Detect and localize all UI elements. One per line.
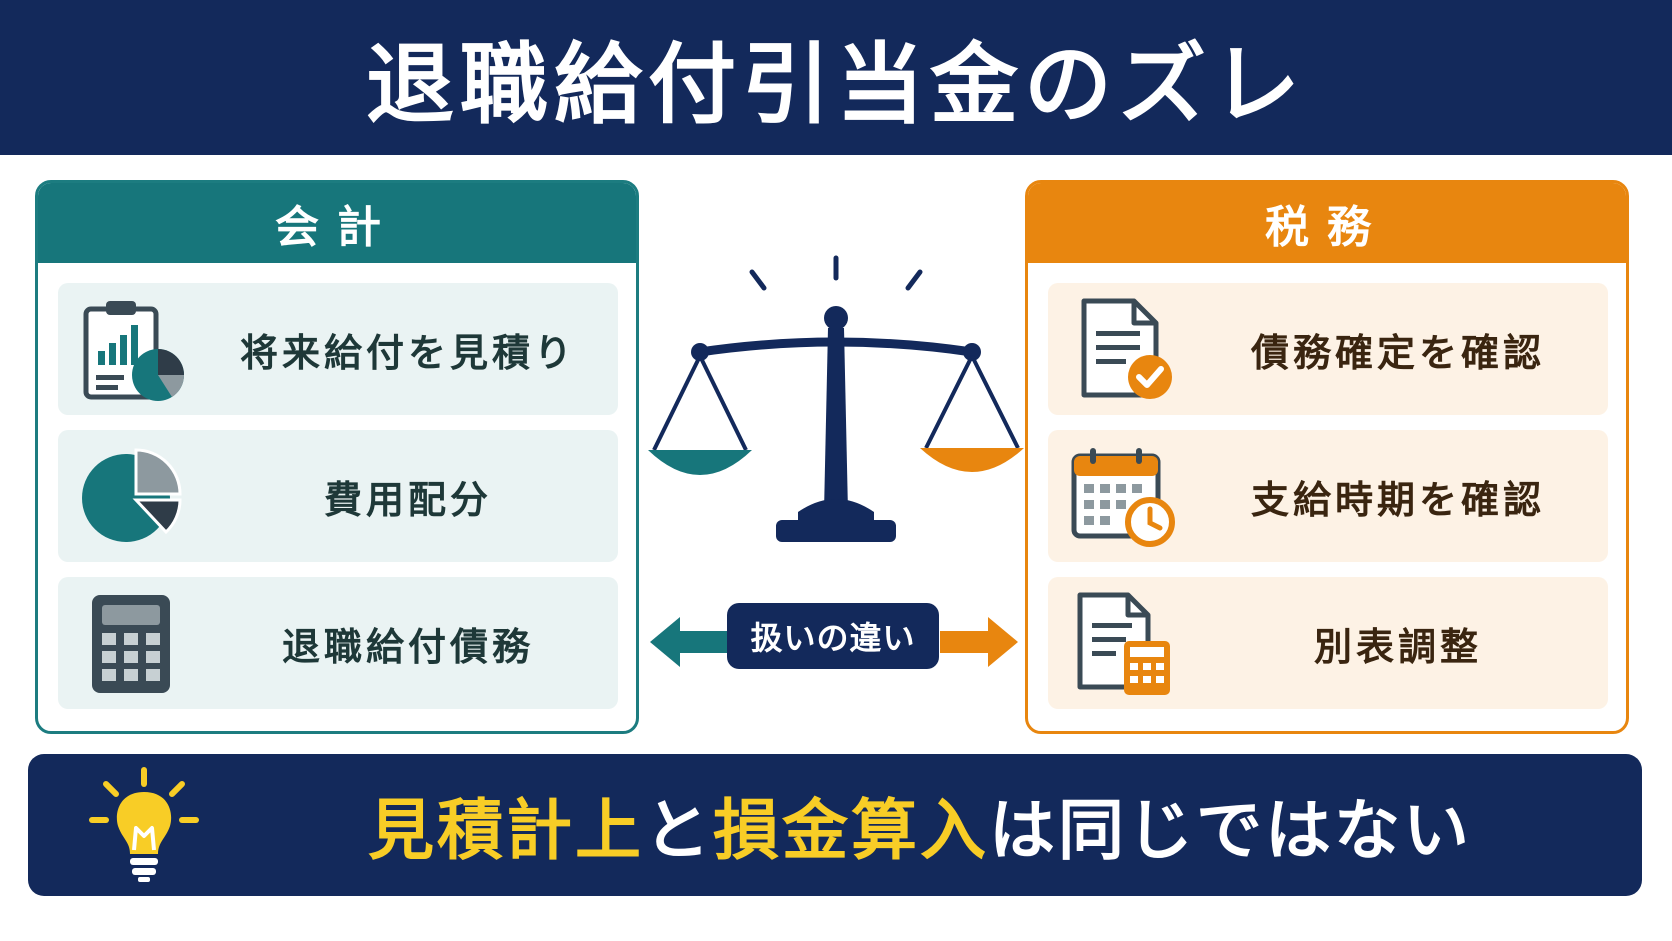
tax-item-label: 支給時期を確認 xyxy=(1250,477,1545,522)
accounting-heading: 会計 xyxy=(38,183,636,263)
header-bar: 退職給付引当金のズレ xyxy=(0,0,1672,155)
accounting-item-obligation: 退職給付債務 xyxy=(58,577,618,709)
tax-item-label: 別表調整 xyxy=(1313,624,1482,669)
conclusion-highlight-estimate: 見積計上 xyxy=(368,792,644,869)
lightbulb-icon xyxy=(89,767,199,882)
accounting-item-label: 退職給付債務 xyxy=(281,624,534,669)
tax-item-debt-confirm: 債務確定を確認 xyxy=(1048,283,1608,415)
conclusion-highlight-deduction: 損金算入 xyxy=(713,792,989,869)
document-check-icon xyxy=(1081,298,1172,399)
balance-scale-icon xyxy=(648,255,1024,542)
difference-badge: 扱いの違い xyxy=(727,603,939,669)
accounting-item-label: 費用配分 xyxy=(323,477,492,522)
tax-item-payment-timing: 支給時期を確認 xyxy=(1048,430,1608,562)
left-arrow-icon xyxy=(650,617,728,667)
tax-item-label: 債務確定を確認 xyxy=(1250,330,1545,375)
page-title: 退職給付引当金のズレ xyxy=(365,33,1306,136)
clipboard-chart-icon xyxy=(83,301,185,401)
accounting-panel: 会計 将来給付を見積り 費用配分 xyxy=(35,180,639,734)
conclusion-text: 見積計上と損金算入は同じではない xyxy=(218,754,1622,896)
accounting-item-allocation: 費用配分 xyxy=(58,430,618,562)
tax-heading: 税務 xyxy=(1028,183,1626,263)
calculator-icon xyxy=(92,595,170,693)
accounting-item-label: 将来給付を見積り xyxy=(239,330,576,375)
right-arrow-icon xyxy=(940,617,1018,667)
accounting-item-estimate: 将来給付を見積り xyxy=(58,283,618,415)
document-calculator-icon xyxy=(1077,592,1170,695)
conclusion-banner: 見積計上と損金算入は同じではない xyxy=(28,754,1642,896)
calendar-clock-icon xyxy=(1071,448,1175,547)
conclusion-tail: は同じではない xyxy=(989,792,1472,869)
conclusion-connector: と xyxy=(644,792,713,869)
tax-panel: 税務 債務確定を確認 xyxy=(1025,180,1629,734)
pie-chart-icon xyxy=(82,448,182,542)
tax-item-schedule-adjust: 別表調整 xyxy=(1048,577,1608,709)
